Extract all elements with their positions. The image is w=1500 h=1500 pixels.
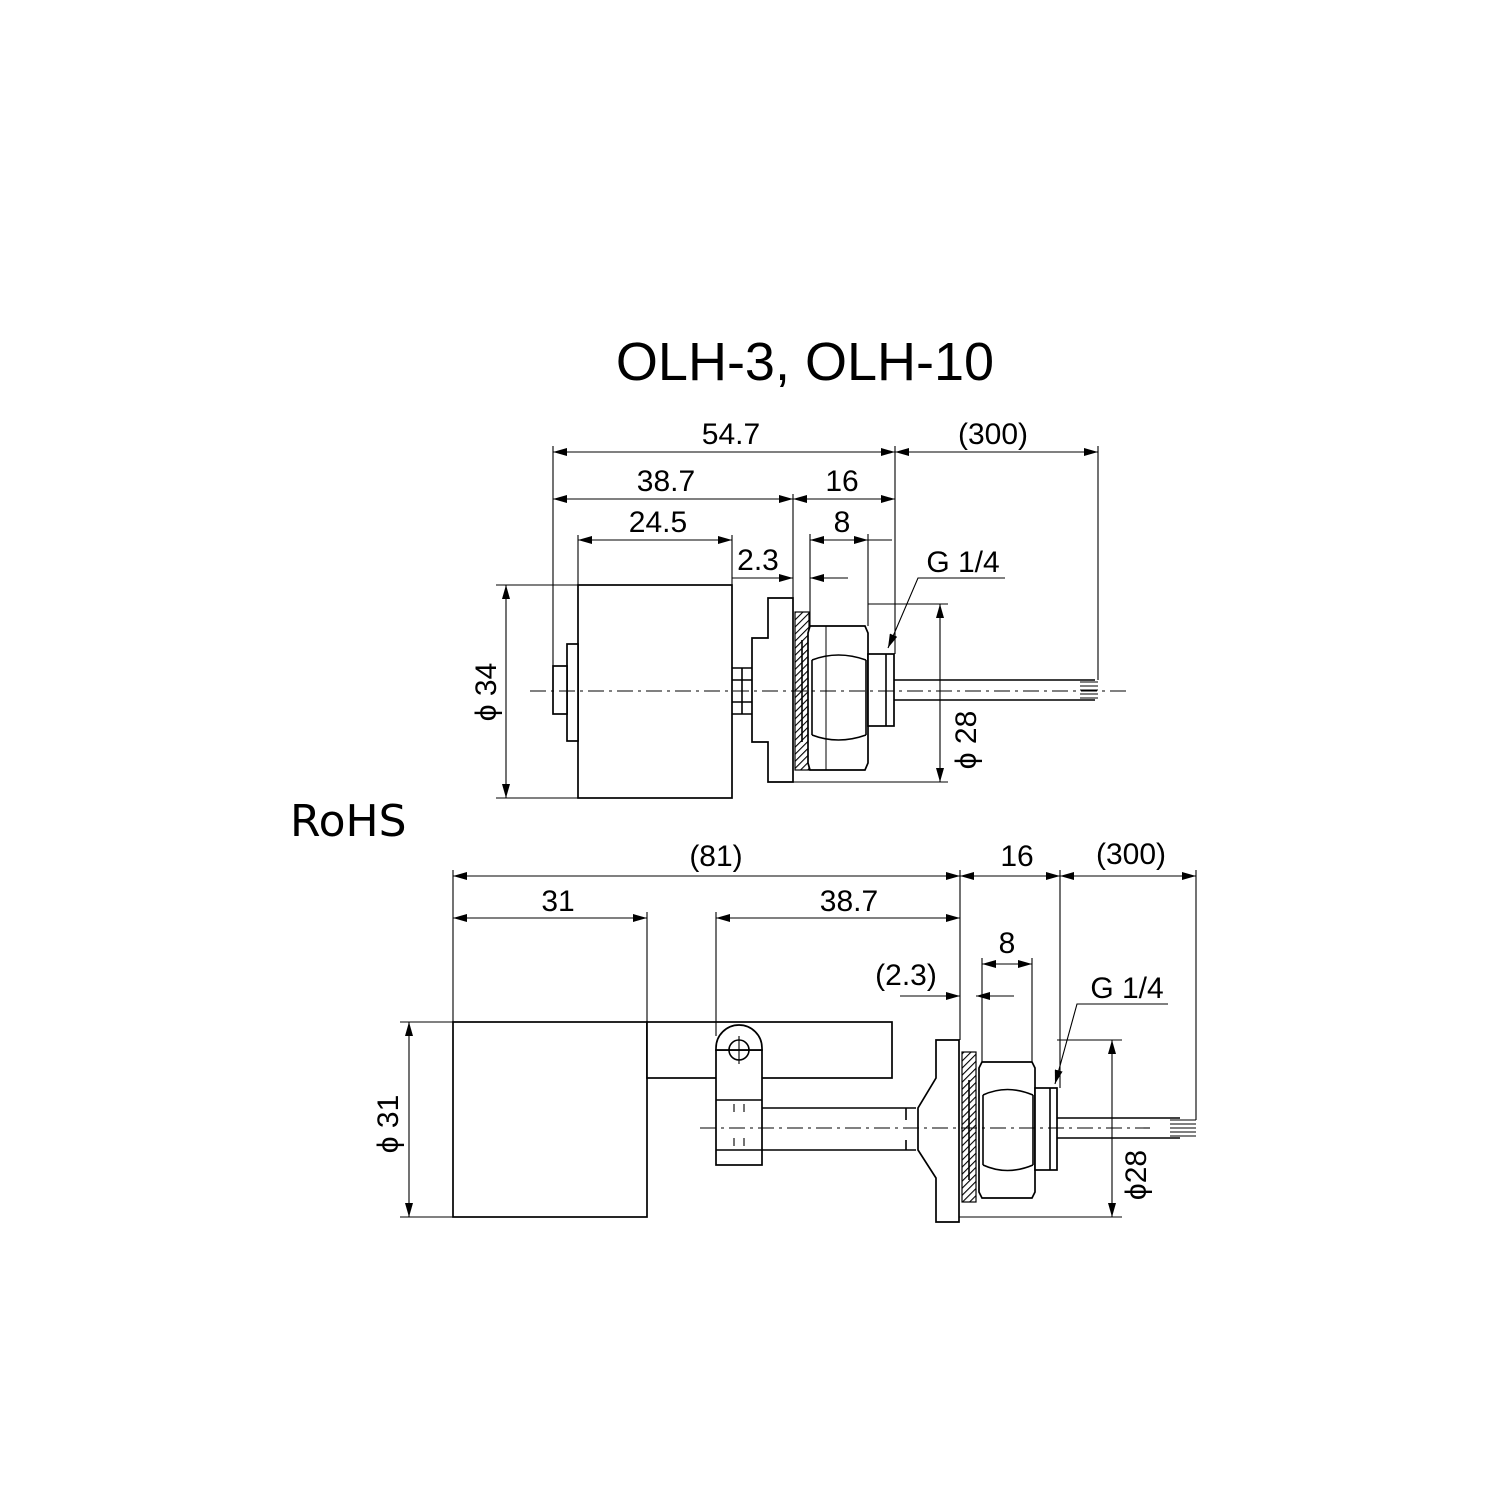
bottom-thread-label: G 1/4 — [1090, 972, 1163, 1005]
top-end-cap — [566, 643, 579, 742]
bottom-dia-float: ϕ 31 — [372, 1095, 405, 1154]
bottom-thread — [1034, 1087, 1058, 1171]
top-dim-fitting: 16 — [825, 465, 858, 498]
top-thread-label: G 1/4 — [926, 546, 999, 579]
top-dim-overall: 54.7 — [702, 418, 760, 451]
bottom-thread-leader — [1054, 1003, 1168, 1085]
bottom-dim-hex: 8 — [999, 927, 1016, 960]
bottom-dim-lead: (300) — [1096, 838, 1166, 871]
top-thread — [867, 653, 895, 727]
bottom-view: (81) 16 (300) 31 38.7 8 (2.3) G 1/4 ϕ 31… — [372, 838, 1197, 1223]
top-end-stub — [552, 665, 568, 715]
top-dim-hex: 8 — [834, 506, 851, 539]
top-dim-body-to-flange: 38.7 — [637, 465, 695, 498]
top-view: 54.7 (300) 38.7 16 24.5 8 2.3 G 1/4 ϕ 34… — [470, 418, 1130, 799]
bottom-float-body — [452, 1021, 648, 1218]
bottom-dim-fitting: 16 — [1000, 840, 1033, 873]
bottom-dia-fitting: ϕ28 — [1120, 1150, 1153, 1200]
bottom-pivot-clip — [715, 1049, 763, 1166]
top-dia-float: ϕ 34 — [470, 663, 503, 722]
top-hex-nut — [807, 625, 869, 771]
top-thread-leader — [887, 577, 1005, 649]
bottom-dim-gasket: (2.3) — [875, 959, 937, 992]
bottom-flange — [917, 1039, 960, 1223]
bottom-dim-arm: 38.7 — [820, 885, 878, 918]
drawing-title: OLH-3, OLH-10 — [616, 332, 994, 392]
top-dim-lead: (300) — [958, 418, 1028, 451]
top-dia-fitting: ϕ 28 — [950, 711, 983, 770]
bottom-hex-nut — [978, 1061, 1036, 1199]
top-dim-float-length: 24.5 — [629, 506, 687, 539]
top-flange — [751, 597, 794, 783]
bottom-dim-float-length: 31 — [541, 885, 574, 918]
bottom-arm — [646, 1021, 893, 1079]
bottom-dim-overall: (81) — [689, 840, 742, 873]
top-dim-gasket: 2.3 — [737, 544, 779, 577]
rohs-label: RoHS — [290, 796, 407, 847]
